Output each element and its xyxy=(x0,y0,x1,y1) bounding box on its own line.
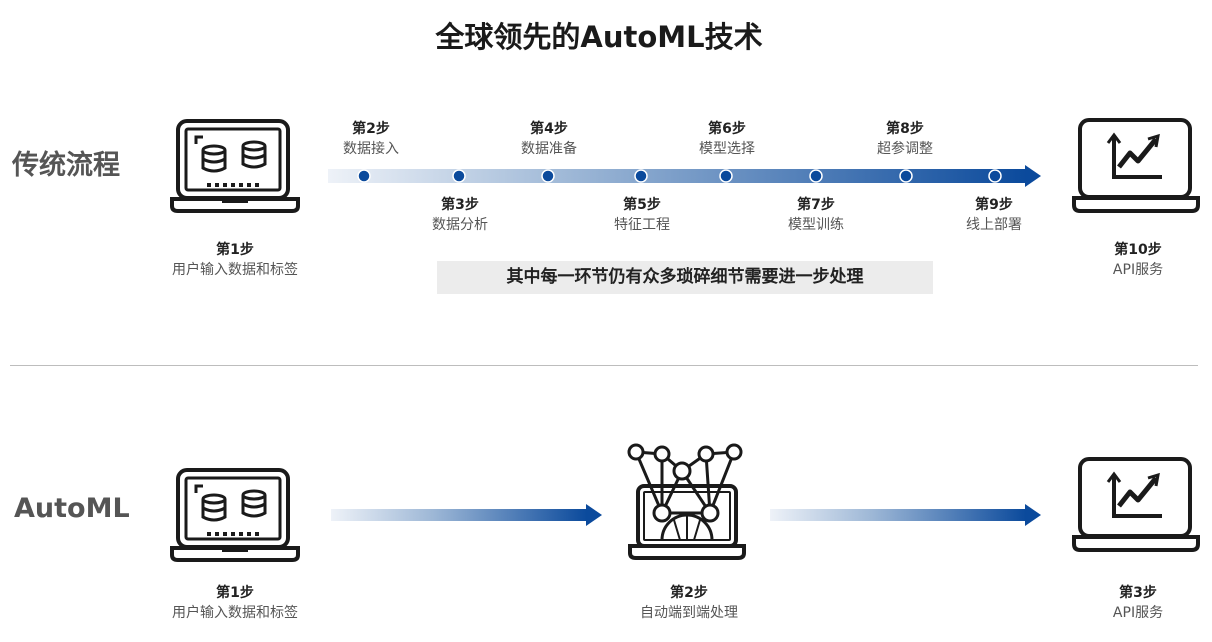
step-number: 第6步 xyxy=(708,121,746,137)
step-label: 特征工程 xyxy=(614,217,670,233)
step-label: 数据分析 xyxy=(432,217,488,233)
step-label: 超参调整 xyxy=(877,141,933,157)
step-label: API服务 xyxy=(1112,262,1164,278)
step-number: 第2步 xyxy=(352,121,390,137)
step-number: 第4步 xyxy=(530,121,568,137)
traditional-step-8: 第8步 超参调整 xyxy=(855,119,955,159)
step-number: 第8步 xyxy=(886,121,924,137)
automl-row-label: AutoML xyxy=(14,493,130,524)
traditional-step-9: 第9步 线上部署 xyxy=(944,195,1044,235)
step-number: 第2步 xyxy=(670,585,708,601)
traditional-step-3: 第3步 数据分析 xyxy=(410,195,510,235)
step-label: API服务 xyxy=(1112,605,1164,621)
timeline-dot xyxy=(634,169,648,183)
timeline-dot xyxy=(988,169,1002,183)
step-label: 模型训练 xyxy=(788,217,844,233)
timeline-dot xyxy=(899,169,913,183)
step-label: 模型选择 xyxy=(699,141,755,157)
timeline-dot xyxy=(541,169,555,183)
step-label: 自动端到端处理 xyxy=(640,605,738,621)
step-number: 第5步 xyxy=(623,197,661,213)
step-number: 第7步 xyxy=(797,197,835,213)
timeline-dot xyxy=(357,169,371,183)
monitor-chart-icon xyxy=(1072,118,1200,213)
traditional-row-label: 传统流程 xyxy=(12,150,120,181)
step-number: 第3步 xyxy=(1119,585,1157,601)
traditional-step-5: 第5步 特征工程 xyxy=(592,195,692,235)
timeline-dot xyxy=(452,169,466,183)
step-label: 数据准备 xyxy=(521,141,577,157)
laptop-database-icon xyxy=(170,468,300,562)
traditional-step-10: 第10步 API服务 xyxy=(1073,240,1203,280)
traditional-step-7: 第7步 模型训练 xyxy=(766,195,866,235)
timeline-dots xyxy=(357,169,1002,183)
step-label: 数据接入 xyxy=(343,141,399,157)
step-number: 第3步 xyxy=(441,197,479,213)
laptop-network-icon xyxy=(627,443,746,560)
step-label: 线上部署 xyxy=(966,217,1022,233)
automl-step-3: 第3步 API服务 xyxy=(1073,583,1203,623)
traditional-step-1: 第1步 用户输入数据和标签 xyxy=(155,240,315,280)
detail-note-banner: 其中每一环节仍有众多琐碎细节需要进一步处理 xyxy=(437,261,933,294)
page-title: 全球领先的AutoML技术 xyxy=(435,20,763,54)
traditional-step-6: 第6步 模型选择 xyxy=(677,119,777,159)
step-number: 第10步 xyxy=(1114,242,1162,258)
monitor-chart-icon xyxy=(1072,457,1200,552)
laptop-database-icon xyxy=(170,119,300,213)
step-number: 第9步 xyxy=(975,197,1013,213)
timeline-dot xyxy=(719,169,733,183)
step-number: 第1步 xyxy=(216,242,254,258)
timeline-dot xyxy=(809,169,823,183)
flow-arrow-1 xyxy=(331,504,602,526)
process-timeline-arrow xyxy=(328,165,1041,187)
section-divider xyxy=(10,365,1198,366)
traditional-step-2: 第2步 数据接入 xyxy=(321,119,421,159)
step-label: 用户输入数据和标签 xyxy=(172,605,298,621)
automl-step-1: 第1步 用户输入数据和标签 xyxy=(155,583,315,623)
traditional-step-4: 第4步 数据准备 xyxy=(499,119,599,159)
step-number: 第1步 xyxy=(216,585,254,601)
step-label: 用户输入数据和标签 xyxy=(172,262,298,278)
flow-arrow-2 xyxy=(770,504,1041,526)
automl-step-2: 第2步 自动端到端处理 xyxy=(609,583,769,623)
